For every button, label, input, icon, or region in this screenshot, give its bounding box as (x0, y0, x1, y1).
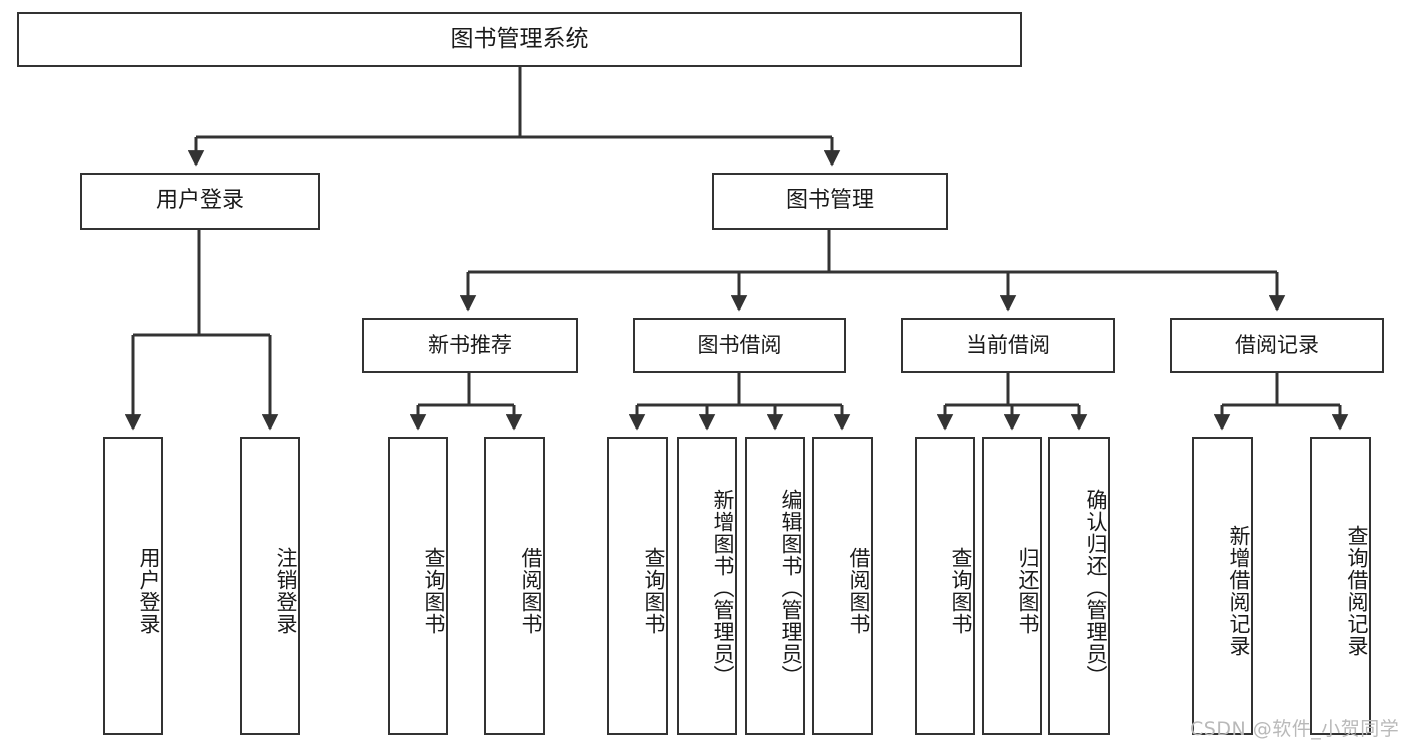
node-leaf-query-book-1-label: 查询图书 (422, 547, 446, 635)
node-user-login[interactable]: 用户登录 (80, 173, 320, 230)
node-book-borrow[interactable]: 图书借阅 (633, 318, 846, 373)
node-leaf-add-book[interactable]: 新增图书（管理员） (677, 437, 737, 735)
node-borrow-record[interactable]: 借阅记录 (1170, 318, 1384, 373)
node-leaf-add-book-label: 新增图书（管理员） (711, 489, 735, 687)
node-leaf-user-login-label: 用户登录 (137, 547, 161, 635)
node-leaf-query-record[interactable]: 查询借阅记录 (1310, 437, 1371, 735)
node-leaf-logout-login[interactable]: 注销登录 (240, 437, 300, 735)
node-leaf-borrow-book-1[interactable]: 借阅图书 (484, 437, 545, 735)
node-leaf-return-book-label: 归还图书 (1016, 547, 1040, 635)
node-leaf-return-book[interactable]: 归还图书 (982, 437, 1042, 735)
node-current-borrow[interactable]: 当前借阅 (901, 318, 1115, 373)
node-leaf-query-record-label: 查询借阅记录 (1345, 525, 1369, 657)
node-leaf-confirm-return-label: 确认归还（管理员） (1084, 489, 1108, 687)
node-leaf-user-login[interactable]: 用户登录 (103, 437, 163, 735)
node-leaf-borrow-book-2-label: 借阅图书 (847, 547, 871, 635)
node-new-book-recommend-label: 新书推荐 (428, 332, 512, 357)
node-root[interactable]: 图书管理系统 (17, 12, 1022, 67)
node-leaf-borrow-book-2[interactable]: 借阅图书 (812, 437, 873, 735)
node-leaf-edit-book[interactable]: 编辑图书（管理员） (745, 437, 805, 735)
node-leaf-edit-book-label: 编辑图书（管理员） (779, 489, 803, 687)
node-leaf-confirm-return[interactable]: 确认归还（管理员） (1048, 437, 1110, 735)
node-book-borrow-label: 图书借阅 (697, 332, 782, 357)
node-leaf-query-book-3-label: 查询图书 (949, 547, 973, 635)
node-leaf-add-record-label: 新增借阅记录 (1227, 525, 1251, 657)
node-root-label: 图书管理系统 (450, 26, 589, 53)
node-leaf-logout-login-label: 注销登录 (274, 547, 298, 635)
node-leaf-add-record[interactable]: 新增借阅记录 (1192, 437, 1253, 735)
node-leaf-query-book-2[interactable]: 查询图书 (607, 437, 668, 735)
node-new-book-recommend[interactable]: 新书推荐 (362, 318, 578, 373)
node-book-manage[interactable]: 图书管理 (712, 173, 948, 230)
node-leaf-query-book-3[interactable]: 查询图书 (915, 437, 975, 735)
node-borrow-record-label: 借阅记录 (1235, 332, 1319, 357)
csdn-watermark: CSDN @软件_小贺同学 (1190, 718, 1400, 740)
node-current-borrow-label: 当前借阅 (966, 332, 1050, 357)
node-book-manage-label: 图书管理 (785, 188, 874, 214)
node-leaf-query-book-1[interactable]: 查询图书 (388, 437, 448, 735)
node-leaf-query-book-2-label: 查询图书 (642, 547, 666, 635)
node-user-login-label: 用户登录 (155, 188, 244, 214)
node-leaf-borrow-book-1-label: 借阅图书 (519, 547, 543, 635)
